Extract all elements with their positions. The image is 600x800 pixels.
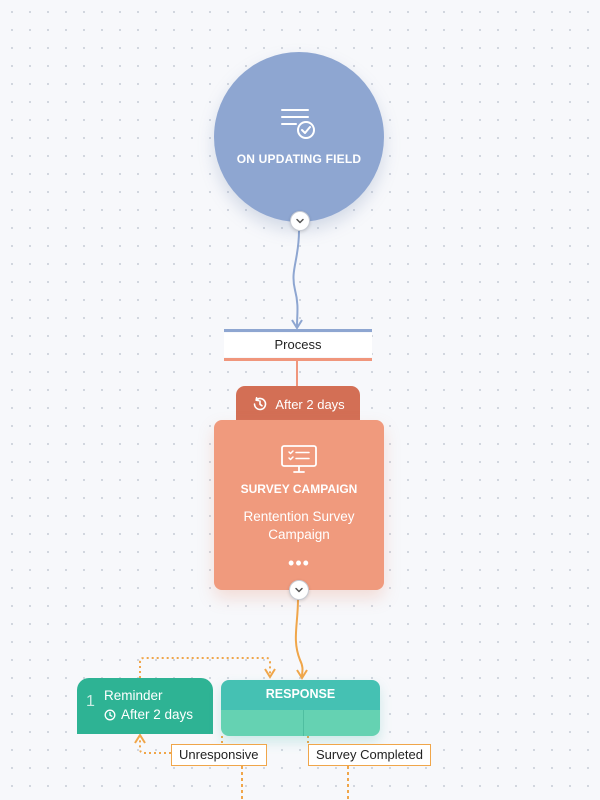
reminder-loop-top-arrow	[264, 668, 276, 679]
reminder-loop-top	[139, 657, 271, 678]
trigger-node[interactable]: ON UPDATING FIELD	[214, 52, 384, 222]
trigger-label: ON UPDATING FIELD	[236, 152, 362, 166]
chevron-down-icon	[295, 587, 303, 593]
survey-connector	[294, 598, 304, 677]
more-options-icon[interactable]: •••	[288, 553, 310, 573]
reminder-delay: After 2 days	[104, 707, 193, 722]
branch-label-unresponsive[interactable]: Unresponsive	[171, 744, 267, 766]
filter-check-icon	[281, 109, 315, 139]
clock-icon	[104, 709, 116, 720]
history-clock-icon	[254, 397, 267, 411]
trigger-collapse-toggle[interactable]	[290, 211, 310, 231]
survey-collapse-toggle[interactable]	[289, 580, 309, 600]
chevron-down-icon	[296, 218, 304, 224]
unresponsive-connector	[139, 737, 176, 754]
survey-delay-tab[interactable]: After 2 days	[236, 386, 360, 422]
trigger-connector	[292, 230, 300, 327]
response-title: RESPONSE	[221, 680, 380, 710]
process-divider-bottom	[224, 358, 372, 361]
process-label[interactable]: Process	[224, 333, 372, 357]
reminder-number: 1	[86, 693, 95, 710]
survey-campaign-node[interactable]: SURVEY CAMPAIGN Rentention Survey Campai…	[214, 420, 384, 590]
response-branch-left[interactable]	[221, 710, 304, 736]
trigger-connector-arrow	[291, 319, 303, 330]
reminder-delay-label: After 2 days	[121, 707, 194, 722]
survey-campaign-title: SURVEY CAMPAIGN	[240, 482, 358, 496]
survey-delay-label: After 2 days	[275, 396, 345, 412]
process-divider-top	[224, 329, 372, 332]
unresponsive-connector-arrow	[134, 733, 146, 744]
response-branch-right[interactable]	[304, 710, 380, 736]
reminder-node[interactable]: 1 Reminder After 2 days	[77, 678, 213, 734]
branch-label-survey-completed[interactable]: Survey Completed	[308, 744, 431, 766]
reminder-title: Reminder	[104, 688, 163, 703]
survey-campaign-name: Rentention Survey Campaign	[243, 509, 355, 542]
response-node[interactable]: RESPONSE	[221, 680, 380, 736]
survey-connector-arrow	[296, 669, 308, 680]
monitor-checklist-icon	[281, 445, 317, 473]
